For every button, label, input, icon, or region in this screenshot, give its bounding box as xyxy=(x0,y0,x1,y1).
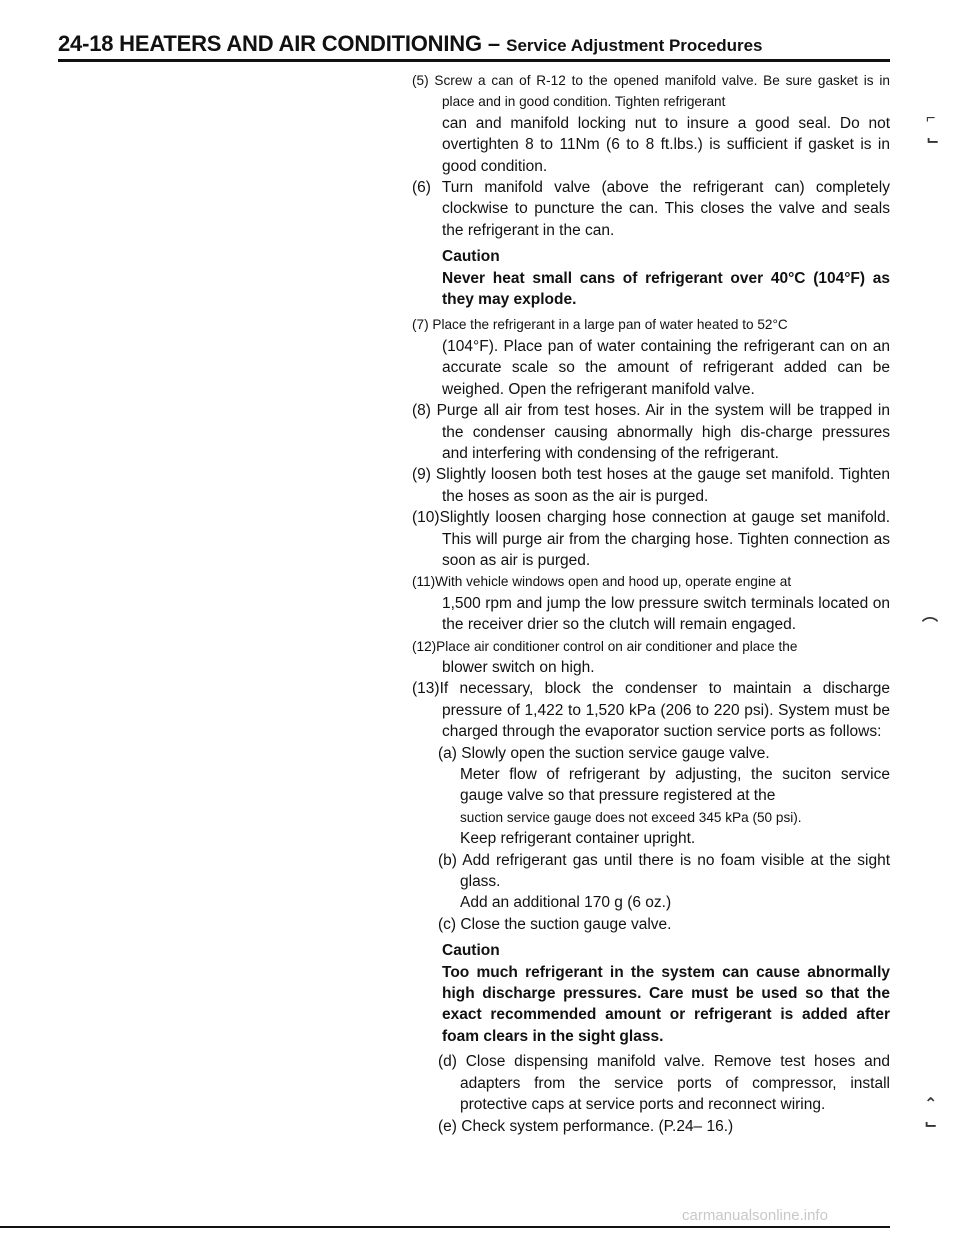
step-12-line1: (12)Place air conditioner control on air… xyxy=(412,638,798,654)
step-11-line1: (11)With vehicle windows open and hood u… xyxy=(412,574,792,590)
page-header: 24-18 HEATERS AND AIR CONDITIONING–Servi… xyxy=(58,30,890,61)
footer-rule xyxy=(0,1226,890,1228)
step-12-line2: blower switch on high. xyxy=(442,658,595,676)
caution-heat: Caution Never heat small cans of refrige… xyxy=(412,246,890,310)
caution-heat-title: Caution xyxy=(442,248,500,266)
margin-mark-icon: ⌙ xyxy=(924,1116,938,1133)
step-7-line1: (7) Place the refrigerant in a large pan… xyxy=(412,317,788,333)
caution-overcharge: Caution Too much refrigerant in the syst… xyxy=(412,940,890,1047)
step-b-additional: Add an additional 170 g (6 oz.) xyxy=(460,894,672,912)
margin-mark-icon: ⌒ xyxy=(922,618,939,635)
page-title: 24-18 HEATERS AND AIR CONDITIONING xyxy=(58,31,482,56)
step-a: (a) Slowly open the suction service gaug… xyxy=(438,744,770,762)
procedure-text: (5) Screw a can of R-12 to the opened ma… xyxy=(412,70,890,1137)
step-5-line1: (5) Screw a can of R-12 to the opened ma… xyxy=(412,73,890,110)
step-9: (9) Slightly loosen both test hoses at t… xyxy=(412,466,890,505)
step-7-line2: (104°F). Place pan of water containing t… xyxy=(442,337,890,398)
step-d: (d) Close dispensing manifold valve. Rem… xyxy=(438,1053,890,1114)
step-a-limit: suction service gauge does not exceed 34… xyxy=(460,809,802,825)
step-c: (c) Close the suction gauge valve. xyxy=(438,915,672,933)
title-dash: – xyxy=(487,31,501,56)
margin-mark-icon: ⌙ xyxy=(926,132,940,149)
footer-watermark: carmanualsonline.info xyxy=(682,1207,828,1224)
step-a-upright: Keep refrigerant container upright. xyxy=(460,830,696,848)
step-10: (10)Slightly loosen charging hose connec… xyxy=(412,509,890,569)
step-a-meter: Meter flow of refrigerant by adjusting, … xyxy=(460,766,890,805)
caution-overcharge-title: Caution xyxy=(442,942,500,960)
step-11-line2: 1,500 rpm and jump the low pressure swit… xyxy=(442,594,890,634)
step-e: (e) Check system performance. (P.24– 16.… xyxy=(438,1117,734,1135)
step-6: (6) Turn manifold valve (above the refri… xyxy=(412,179,890,239)
caution-overcharge-text: Too much refrigerant in the system can c… xyxy=(442,963,890,1045)
margin-mark-icon: ⌐ xyxy=(926,110,936,127)
step-8: (8) Purge all air from test hoses. Air i… xyxy=(412,402,890,462)
header-rule xyxy=(58,59,890,62)
caution-heat-text: Never heat small cans of refrigerant ove… xyxy=(442,269,890,309)
step-5-line2: can and manifold locking nut to insure a… xyxy=(442,114,890,175)
page-subtitle: Service Adjustment Procedures xyxy=(506,36,763,55)
margin-mark-icon: ⌃ xyxy=(924,1096,938,1113)
step-13: (13)If necessary, block the condenser to… xyxy=(412,680,890,741)
step-b: (b) Add refrigerant gas until there is n… xyxy=(438,851,890,891)
